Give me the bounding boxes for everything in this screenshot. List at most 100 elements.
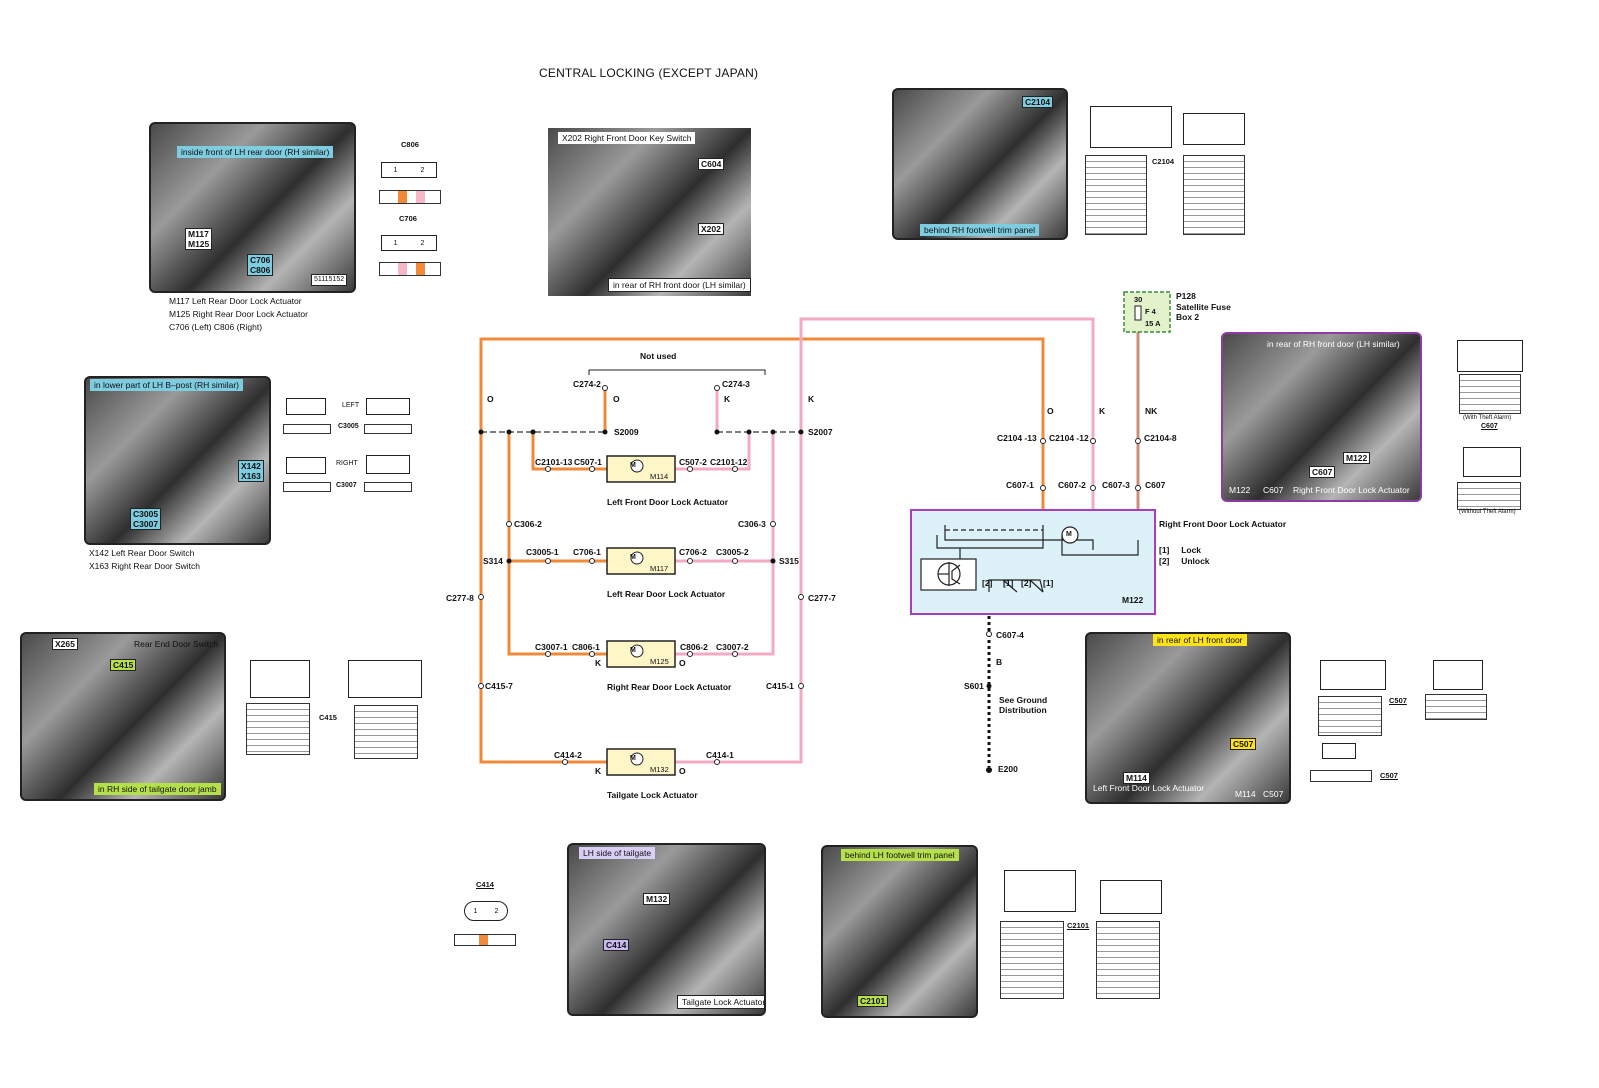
tailgate-actuator-label: Tailgate Lock Actuator (677, 995, 764, 1009)
fuse-box-labels: P128 Satellite Fuse Box 2 (1176, 291, 1231, 323)
c806-label: C806 (401, 140, 419, 149)
c607-label-a: C607 (1481, 423, 1498, 430)
splice-s2009-label: S2009 (614, 427, 639, 437)
see-ground-line: See Ground (999, 695, 1048, 705)
c3007-label: C3007 (336, 482, 357, 489)
photo-lh-front-door: in rear of LH front door C507 M114 Left … (1085, 632, 1291, 804)
wire-color-k-m132: K (595, 766, 602, 776)
tag-x142-x163: X142 X163 (238, 460, 264, 482)
wire-k-main (675, 317, 1095, 764)
tag-m132: M132 (643, 893, 671, 905)
c3007-pin-table (283, 482, 331, 492)
m122-pin-1a: [1] (1003, 578, 1014, 588)
tag-c2104: C2104 (1022, 96, 1054, 108)
label-c607: C607 (1145, 480, 1166, 490)
c2104-connector-face-b (1183, 113, 1245, 145)
c414-pin-table (454, 934, 516, 946)
photo-lh-footwell: behind LH footwell trim panel C2101 (821, 845, 978, 1018)
motor-m-m114: M (630, 462, 636, 469)
tag-x265: X265 (52, 638, 78, 650)
wire-color-o-c274: O (613, 394, 620, 404)
photo-caption-2: in rear of RH front door (LH similar) (608, 278, 751, 292)
c507-label-b: C507 (1380, 771, 1398, 780)
fuse-box-p128 (1123, 291, 1171, 333)
actuator-m117-label: M117 (650, 564, 669, 573)
right-rear-actuator-label: Right Rear Door Lock Actuator (607, 682, 732, 692)
wire-color-o-left: O (487, 394, 494, 404)
wire-right-rear-feed (507, 432, 607, 656)
c507-pin-table-b (1425, 694, 1487, 720)
without-theft-alarm-label: (Without Theft Alarm) (1459, 509, 1516, 515)
label-c706-1: C706-1 (573, 547, 601, 557)
not-used-bracket (588, 369, 766, 375)
bottom-c607: C607 (1263, 485, 1284, 495)
c507-label-a: C507 (1389, 696, 1407, 705)
legend-lock: [1] Lock (1159, 545, 1202, 555)
c414-label: C414 (476, 880, 494, 889)
lh-rear-door-notes: M117 Left Rear Door Lock Actuator M125 R… (169, 295, 308, 334)
c706-pin-table (379, 262, 441, 276)
photo-rh-footwell: C2104 behind RH footwell trim panel (892, 88, 1068, 240)
actuator-m132-label: M132 (650, 765, 669, 774)
c415-connector-face-b (348, 660, 422, 698)
wire-color-nk: NK (1145, 406, 1158, 416)
tag-c2101: C2101 (857, 995, 889, 1007)
motor-m-m125: M (630, 647, 636, 654)
m122-pin-2a: [2] (982, 578, 993, 588)
c607-connector-face-noalarm (1463, 447, 1521, 477)
note-line: X163 Right Rear Door Switch (89, 561, 201, 571)
tag-m122: M122 (1343, 452, 1371, 464)
splice-s601-label: S601 (964, 681, 984, 691)
photo-caption: behind RH footwell trim panel (920, 224, 1040, 236)
bottom-m122: M122 (1229, 485, 1251, 495)
c507-connector-face-b (1433, 660, 1483, 690)
c3005-pin-table-b (364, 424, 412, 434)
label-c2104-8: C2104-8 (1144, 433, 1177, 443)
actuator-m125-label: M125 (650, 657, 669, 666)
tag-x202: X202 (698, 223, 724, 235)
label-c306-3: C306-3 (738, 519, 766, 529)
label-c277-8: C277-8 (446, 593, 474, 603)
c507-small-table (1310, 770, 1372, 782)
c415-connector-face-a (250, 660, 310, 698)
c2104-label: C2104 (1152, 157, 1175, 166)
c2101-connector-face-a (1004, 870, 1076, 912)
left-rear-actuator-label: Left Rear Door Lock Actuator (607, 589, 726, 599)
c2101-pin-table-b (1096, 921, 1160, 999)
label-c414-1: C414-1 (706, 750, 734, 760)
c3005-pin-table (283, 424, 331, 434)
wire-color-b: B (996, 657, 1003, 667)
wire-right-rear-k (675, 432, 775, 656)
box2-label: Box 2 (1176, 312, 1200, 322)
c415-label: C415 (319, 713, 337, 722)
fuse-f4-label: F 4 (1145, 307, 1156, 316)
photo-caption: X202 Right Front Door Key Switch (558, 132, 696, 144)
bottom-m114: M114 (1235, 789, 1256, 799)
tag-c415: C415 (110, 659, 137, 671)
m122-internal (920, 525, 1139, 593)
c607-pin-table-noalarm (1457, 482, 1521, 510)
photo-caption: in lower part of LH B–post (RH similar) (90, 379, 244, 391)
tailgate-actuator-schematic-label: Tailgate Lock Actuator (607, 790, 698, 800)
right-label: RIGHT (336, 460, 358, 467)
photo-caption: behind LH footwell trim panel (841, 849, 959, 861)
label-c806-2: C806-2 (680, 642, 708, 652)
label-c3005-1: C3005-1 (526, 547, 559, 557)
label-c806-1: C806-1 (572, 642, 600, 652)
fuse-15a-label: 15 A (1145, 319, 1161, 328)
splice-s2007-label: S2007 (808, 427, 833, 437)
satellite-fuse-label: Satellite Fuse (1176, 301, 1231, 312)
ground-e200-dot (986, 767, 992, 773)
photo-tailgate-jamb: X265 Rear End Door Switch C415 in RH sid… (20, 632, 226, 801)
b-post-notes: X142 Left Rear Door Switch X163 Right Re… (89, 547, 200, 573)
c2101-connector-face-b (1100, 880, 1162, 914)
see-ground-note: See Ground Distribution (999, 695, 1047, 715)
c2101-pin-table-a (1000, 921, 1064, 999)
photo-rh-front-key-switch: X202 Right Front Door Key Switch C604 X2… (548, 128, 751, 296)
c3005-connector-face (286, 398, 326, 415)
label-c274-3: C274-3 (722, 379, 750, 389)
label-c3007-2: C3007-2 (716, 642, 749, 652)
tag-m117-m125: M117 M125 (185, 228, 213, 250)
photo-lh-rear-door: inside front of LH rear door (RH similar… (149, 122, 356, 293)
